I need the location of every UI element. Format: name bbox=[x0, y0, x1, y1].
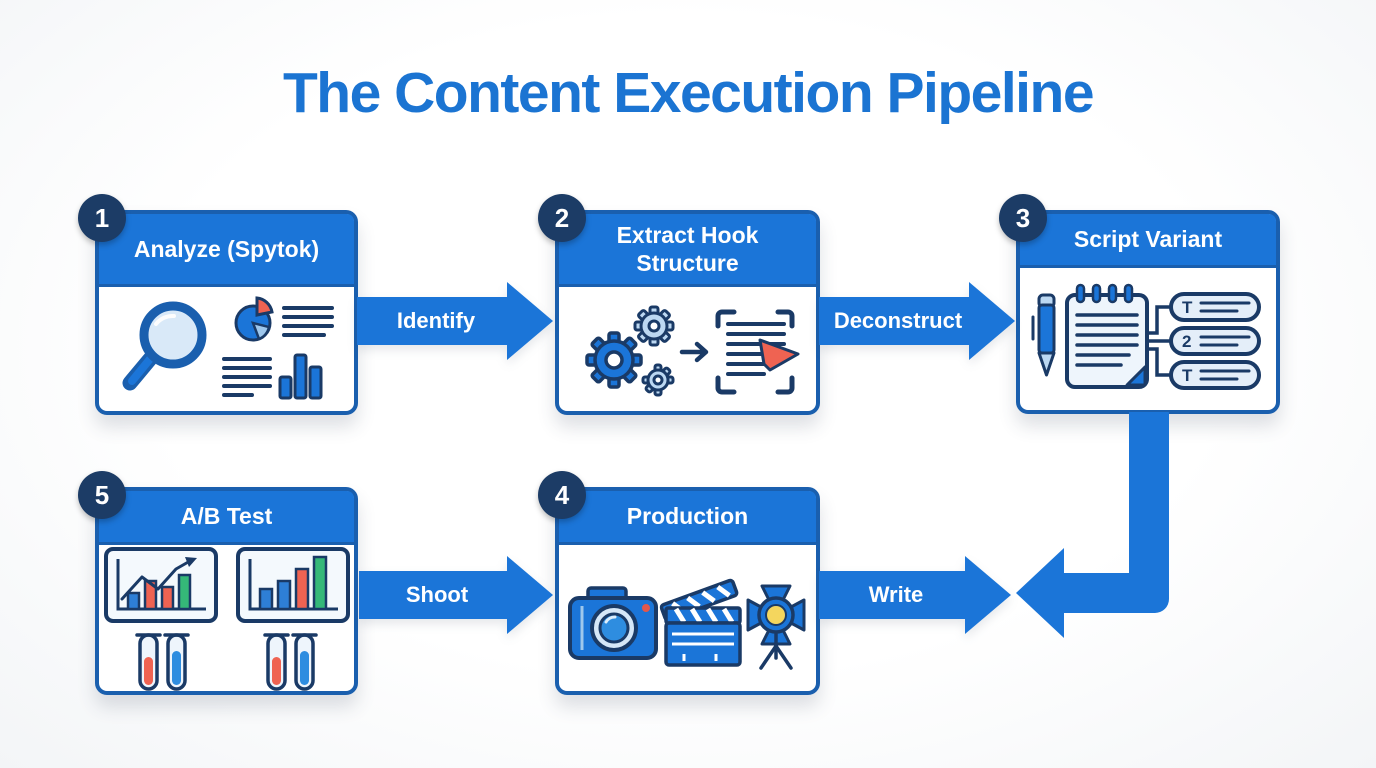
step-label: A/B Test bbox=[180, 503, 273, 530]
camera-icon bbox=[567, 586, 658, 660]
arrow-identify: Identify bbox=[357, 282, 553, 360]
step-body bbox=[559, 287, 816, 411]
step-body: T 2 T bbox=[1020, 268, 1276, 410]
arrow-shaft bbox=[359, 571, 507, 619]
arrow-write: Write bbox=[819, 556, 1011, 634]
arrow-label: Write bbox=[868, 582, 924, 607]
gears-icon bbox=[584, 305, 674, 397]
arrow-shaft bbox=[819, 571, 965, 619]
step-number-badge: 3 bbox=[999, 194, 1047, 242]
notepad-icon bbox=[1065, 283, 1149, 389]
step-box-production: 4 Production bbox=[538, 471, 820, 695]
step-label: Extract Hook Structure bbox=[616, 221, 759, 276]
step-header: Production bbox=[559, 491, 816, 545]
analyze-icons bbox=[122, 296, 334, 400]
step-header: A/B Test bbox=[99, 491, 354, 545]
arrow-shaft bbox=[357, 297, 507, 345]
bar-chart-icon bbox=[235, 547, 350, 623]
magnifying-glass-icon bbox=[122, 301, 206, 391]
bar-chart-icon bbox=[278, 353, 322, 400]
cursor-icon bbox=[758, 338, 799, 372]
script-variant-icons: T 2 T bbox=[1031, 283, 1261, 390]
studio-light-icon bbox=[746, 584, 805, 670]
variant-tag-label: T bbox=[1182, 366, 1193, 385]
arrow-label: Identify bbox=[396, 308, 476, 333]
elbow-connector-horizontal bbox=[1062, 573, 1146, 613]
step-number-badge: 2 bbox=[538, 194, 586, 242]
variant-tags-icon: T 2 T bbox=[1147, 292, 1261, 390]
step-body bbox=[559, 545, 816, 691]
step-number-badge: 4 bbox=[538, 471, 586, 519]
line-chart-icon bbox=[103, 547, 218, 623]
pie-chart-icon bbox=[234, 296, 274, 342]
framed-document-icon bbox=[715, 309, 799, 395]
test-tubes-icon bbox=[134, 633, 318, 691]
clapperboard-icon bbox=[659, 578, 742, 667]
step-label: Script Variant bbox=[1073, 226, 1223, 253]
step-header: Script Variant bbox=[1020, 214, 1276, 268]
arrow-deconstruct: Deconstruct bbox=[819, 282, 1015, 360]
pen-icon bbox=[1031, 293, 1056, 377]
extract-hook-icons bbox=[584, 305, 799, 397]
production-icons bbox=[567, 578, 805, 670]
step-header: Analyze (Spytok) bbox=[99, 214, 354, 287]
arrow-right-icon bbox=[679, 341, 708, 363]
step-number-badge: 1 bbox=[78, 194, 126, 242]
ab-test-icons bbox=[103, 547, 350, 691]
step-label: Production bbox=[626, 503, 749, 530]
arrow-head-icon bbox=[969, 282, 1015, 360]
variant-tag-label: 2 bbox=[1182, 332, 1191, 351]
step-number-badge: 5 bbox=[78, 471, 126, 519]
arrow-shoot: Shoot bbox=[359, 556, 553, 634]
arrow-label: Deconstruct bbox=[833, 308, 963, 333]
text-lines-icon bbox=[221, 306, 334, 397]
variant-tag-label: T bbox=[1182, 298, 1193, 317]
step-box-extract-hook: 2 Extract Hook Structure bbox=[538, 194, 820, 415]
arrow-head-icon bbox=[507, 282, 553, 360]
step-box-ab-test: 5 A/B Test bbox=[78, 471, 358, 695]
step-body bbox=[99, 545, 354, 691]
step-body bbox=[99, 287, 354, 411]
step-box-script-variant: 3 Script Variant bbox=[999, 194, 1280, 414]
arrow-head-icon bbox=[507, 556, 553, 634]
elbow-arrow-head-icon bbox=[1016, 548, 1064, 638]
step-label: Analyze (Spytok) bbox=[133, 235, 320, 262]
step-header: Extract Hook Structure bbox=[559, 214, 816, 287]
arrow-shaft bbox=[819, 297, 969, 345]
arrow-label: Shoot bbox=[405, 582, 469, 607]
page-title: The Content Execution Pipeline bbox=[282, 61, 1095, 125]
step-box-analyze: 1 Analyze (Spytok) bbox=[78, 194, 358, 415]
arrow-head-icon bbox=[965, 556, 1011, 634]
